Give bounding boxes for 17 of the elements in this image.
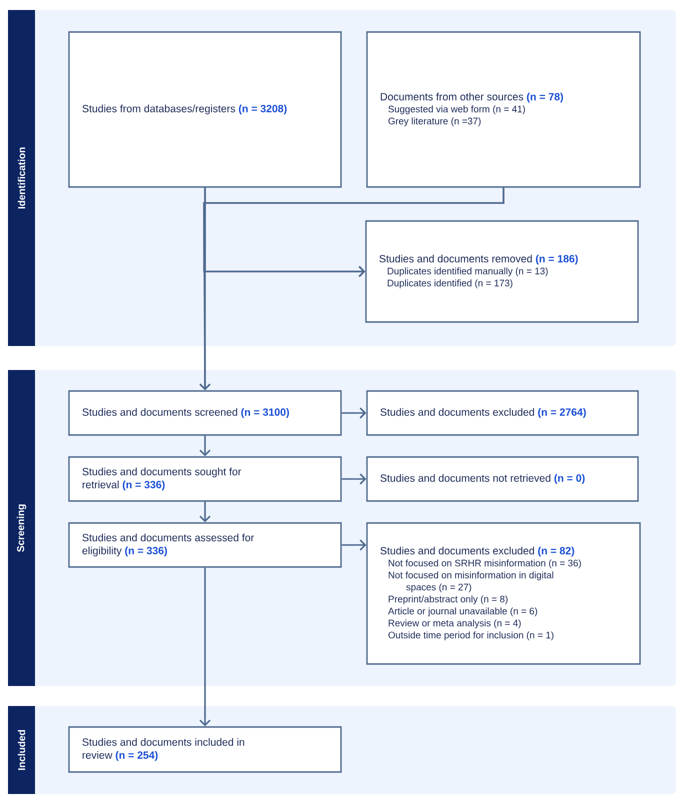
arrow [342,407,366,419]
process-box: Studies and documents screened (n = 3100) [68,390,342,436]
process-box: Studies and documents excluded (n = 2764) [366,390,639,436]
arrow [199,502,211,522]
process-box: Studies and documents removed (n = 186) Duplicates identified manually (n = 13) Duplicates identified (n = 173) [365,220,639,323]
arrow [199,436,211,456]
arrow [342,539,366,551]
process-box: Documents from other sources (n = 78) Suggested via web form (n = 41) Grey literature (n =37) [366,31,641,188]
process-box: Studies and documents assessed for eligibility (n = 336) [68,522,342,568]
process-box: Studies and documents included in review (n = 254) [68,726,342,773]
process-box: Studies and documents excluded (n = 82) Not focused on SRHR misinformation (n = 36) Not focused on misinformation in digital spaces (n = 27) Preprint/abstract only (n = 8) Article or journal unavailable (n = 6) Review or meta analysis (n = 4) Outside time period for inclusion (n = 1) [366,522,641,665]
arrow [199,568,211,726]
process-box: Studies and documents sought for retrieval (n = 336) [68,456,342,502]
process-box: Studies and documents not retrieved (n = 0) [366,456,639,502]
arrow [342,473,366,485]
arrow [199,188,504,390]
process-box: Studies from databases/registers (n = 3208) [68,31,342,188]
